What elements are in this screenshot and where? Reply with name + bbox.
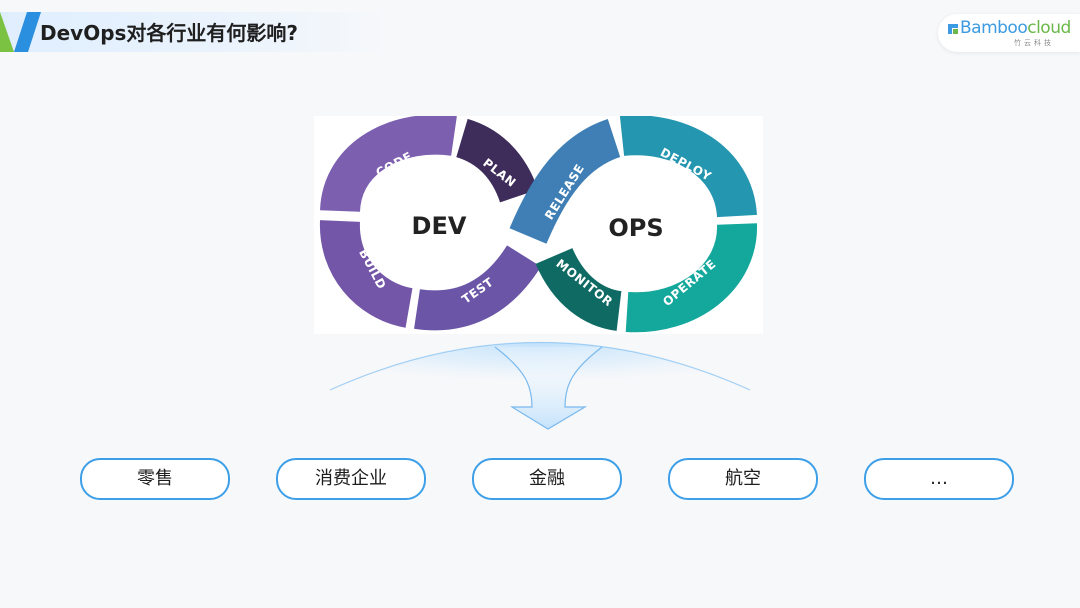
bamboocloud-logo: Bamboocloud 竹云科技: [938, 14, 1080, 52]
stage-monitor-segment: [535, 247, 623, 331]
down-arrow-icon: [494, 346, 603, 430]
stage-test-segment: [414, 244, 541, 331]
page-title: DevOps对各行业有何影响?: [40, 21, 299, 45]
stage-release-segment: [509, 118, 622, 244]
industry-aviation[interactable]: 航空: [668, 458, 818, 500]
logo-word-part2: cloud: [1027, 18, 1071, 38]
industry-consumer-enterprise[interactable]: 消费企业: [276, 458, 426, 500]
dev-label: DEV: [412, 212, 467, 240]
stage-deploy-segment: [619, 116, 757, 219]
devops-infinity-diagram: CODE PLAN BUILD TEST RELEASE DEPLOY MONI…: [314, 116, 763, 334]
logo-word-part1: Bamboo: [960, 18, 1028, 38]
logo-subtitle: 竹云科技: [1014, 39, 1054, 47]
logo-wordmark: Bamboocloud: [960, 18, 1071, 38]
stage-build-segment: [319, 220, 414, 328]
impact-arc-arrow: [320, 325, 760, 439]
stage-code-segment: [320, 116, 457, 214]
stage-operate-segment: [625, 223, 757, 333]
industry-finance[interactable]: 金融: [472, 458, 622, 500]
bamboo-leaf-icon: [948, 24, 958, 34]
industry-retail[interactable]: 零售: [80, 458, 230, 500]
stage-plan-segment: [455, 118, 538, 204]
ops-label: OPS: [608, 214, 663, 242]
title-accent-green: [0, 12, 14, 52]
title-bar-background: [0, 12, 400, 52]
industry-more[interactable]: …: [864, 458, 1014, 500]
